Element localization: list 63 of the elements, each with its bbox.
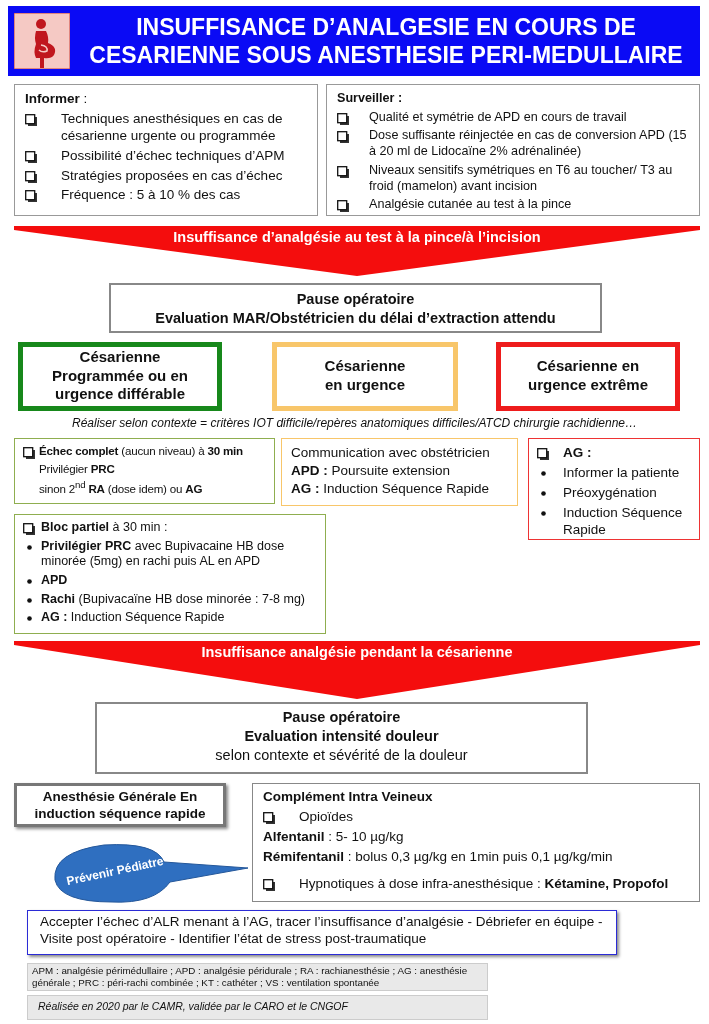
list-item: Qualité et symétrie de APD en cours de travail <box>369 109 627 126</box>
list-item: Induction Séquence Rapide <box>563 504 684 539</box>
category-box <box>18 342 222 411</box>
list-item: Fréquence : 5 à 10 % des cas <box>61 187 241 205</box>
box-text: selon contexte et sévérité de la douleur <box>215 746 468 765</box>
note-text: Réaliser selon contexte = critères IOT difficile/repères anatomiques difficiles/ATCD chirurgie rachidienne… <box>71 416 638 430</box>
box-text: Anesthésie Générale En induction séquence rapide <box>33 789 207 823</box>
title: INSUFFISANCE D’ANALGESIE EN COURS DE CESARIENNE SOUS ANESTHESIE PERI-MEDULLAIRE <box>88 13 684 69</box>
list-item: Analgésie cutanée au test à la pince <box>369 197 572 214</box>
box-heading: Informer : <box>25 91 88 108</box>
box-text: AG : Induction Séquence Rapide <box>291 480 490 498</box>
list-item: Hypnotiques à dose infra-anesthésique : Kétamine, Propofol <box>299 875 669 893</box>
option-box <box>528 438 700 540</box>
box-text: Alfentanil : 5- 10 µg/kg <box>263 828 404 846</box>
list-item: APD <box>41 572 68 589</box>
list-item: AG : Induction Séquence Rapide <box>41 610 225 626</box>
process-box <box>14 783 226 827</box>
list-item: Niveaux sensitifs symétriques en T6 au toucher/ T3 au froid (mamelon) avant incision <box>369 162 674 195</box>
note-box <box>27 910 617 955</box>
box-text: Rémifentanil : bolus 0,3 µg/kg en 1min puis 0,1 µg/kg/min <box>263 848 613 866</box>
info-panel <box>14 84 318 216</box>
box-text: Privilégier PRC <box>39 462 115 477</box>
box-text: Césarienne en urgence <box>323 357 407 395</box>
process-box <box>95 702 588 774</box>
option-box <box>281 438 518 506</box>
banner-text: Insuffisance d’analgésie au test à la pince/à l’incision <box>173 229 541 245</box>
treatment-box <box>252 783 700 902</box>
box-heading: Complément Intra Veineux <box>263 789 433 806</box>
process-box <box>109 283 602 333</box>
category-box <box>496 342 680 411</box>
box-heading: Pause opératoire <box>296 290 415 309</box>
list-item: Bloc partiel à 30 min : <box>41 520 168 536</box>
glossary-box <box>27 963 488 991</box>
box-text: APM : analgésie périmédullaire ; APD : analgésie péridurale ; RA : rachianesthésie ; AG : anesthésie générale ; PRC : péri-rachi combinée ; KT : cathéter ; VS : ventilation spontanée <box>32 965 469 990</box>
list-item: Privilégier PRC avec Bupivacaine HB dose minorée (5mg) en rachi puis AL en APD <box>41 538 286 570</box>
option-box <box>14 514 326 634</box>
monitoring-panel <box>326 84 700 216</box>
box-text: Evaluation intensité douleur <box>244 727 439 746</box>
box-text: Césarienne Programmée ou en urgence différable <box>51 347 189 405</box>
list-item: Échec complet (aucun niveau) à 30 min <box>39 444 243 459</box>
credit-box <box>27 995 488 1020</box>
box-heading: Surveiller : <box>337 91 403 107</box>
banner-text: Insuffisance analgésie pendant la césarienne <box>201 644 513 660</box>
box-heading: Pause opératoire <box>282 708 401 727</box>
list-item: Préoxygénation <box>563 484 657 502</box>
box-text: Césarienne en urgence extrême <box>526 357 650 395</box>
box-heading: Communication avec obstétricien <box>291 445 490 462</box>
list-item: AG : <box>563 445 592 462</box>
box-text: Réalisée en 2020 par le CAMR, validée par le CARO et le CNGOF <box>38 1000 348 1014</box>
category-box <box>272 342 458 411</box>
list-item: Dose suffisante réinjectée en cas de conversion APD (15 à 20 ml de Lidocaïne 2% adrénalinée) <box>369 128 688 160</box>
list-item: Rachi (Bupivacaïne HB dose minorée : 7-8 mg) <box>41 591 305 608</box>
box-text: APD : Poursuite extension <box>291 462 451 480</box>
option-box <box>14 438 275 504</box>
box-text: sinon 2$^{nd}$ RA (dose idem) ou AG <box>39 479 203 497</box>
box-text: Evaluation MAR/Obstétricien du délai d’extraction attendu <box>155 309 556 328</box>
bubble-text: Prévenir Pédiatre <box>64 852 166 890</box>
list-item: Techniques anesthésiques en cas de césarienne urgente ou programmée <box>61 110 284 145</box>
list-item: Opioïdes <box>299 808 354 826</box>
list-item: Possibilité d’échec techniques d’APM <box>61 147 285 165</box>
box-text: Accepter l’échec d’ALR menant à l’AG, tracer l’insuffisance d’analgésie - Débriefer en équipe - Visite post opératoire - Identifier l’état de stress post-traumatique <box>40 914 604 948</box>
list-item: Informer la patiente <box>563 464 680 482</box>
list-item: Stratégies proposées en cas d’échec <box>61 167 283 185</box>
